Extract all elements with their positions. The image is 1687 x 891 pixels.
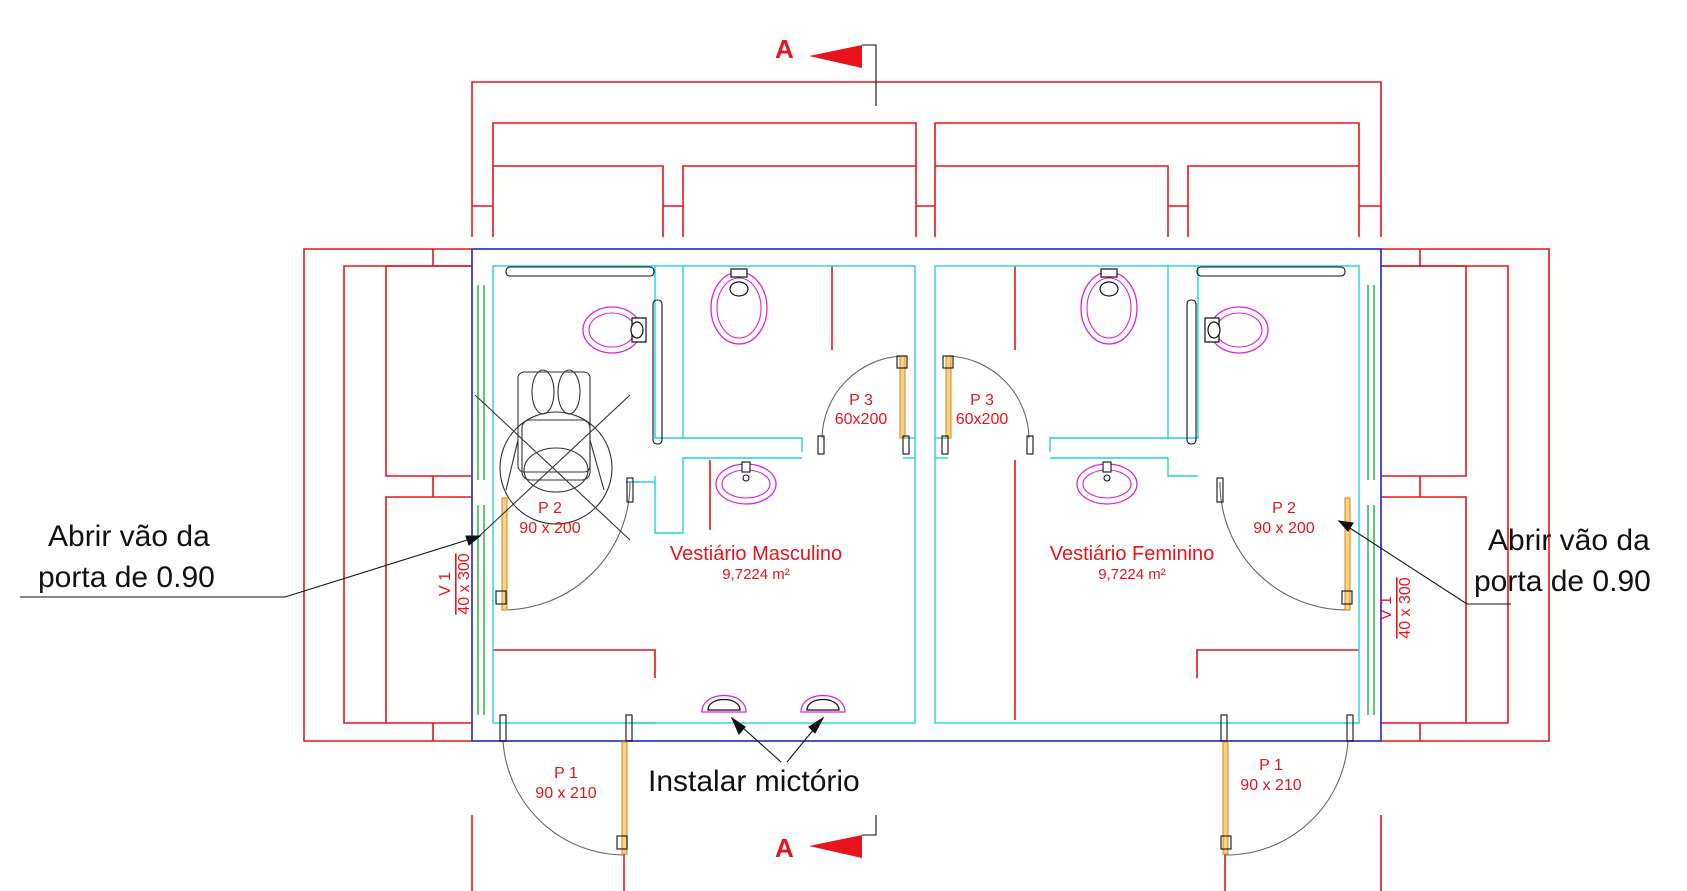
- building-outline: [471, 248, 1382, 742]
- door-leaves: [501, 355, 1351, 855]
- note-right-line2: porta de 0.90: [1474, 565, 1651, 598]
- room-area-female: 9,7224 m²: [1098, 566, 1166, 583]
- door-p2-left-size: 90 x 200: [519, 520, 580, 537]
- window-v1-right-size: 40 x 300: [1397, 577, 1414, 638]
- window-v1-left-id: V 1: [437, 572, 454, 596]
- note-urinal: Instalar mictório: [648, 765, 860, 798]
- toilet-female-cabin: [1080, 268, 1138, 345]
- door-p3-left-id: P 3: [849, 392, 873, 409]
- door-hinges: [495, 355, 1354, 850]
- sink-female: [1076, 461, 1138, 505]
- door-p2-left-id: P 2: [538, 500, 562, 517]
- interior-walls: [492, 265, 1360, 724]
- toilet-male-cabin: [710, 268, 768, 345]
- room-area-male: 9,7224 m²: [722, 566, 790, 583]
- note-left-line1: Abrir vão da: [48, 520, 210, 553]
- wheelchair-crossed-out: [474, 369, 631, 541]
- urinal-2: [800, 694, 846, 713]
- window-v1-left-size: 40 x 300: [456, 553, 473, 614]
- door-p1-right-id: P 1: [1259, 757, 1283, 774]
- urinal-1: [701, 694, 747, 713]
- door-p3-left-size: 60x200: [835, 411, 888, 428]
- sink-male: [715, 461, 777, 505]
- note-right-line1: Abrir vão da: [1488, 524, 1650, 557]
- door-p2-right-id: P 2: [1272, 500, 1296, 517]
- room-name-female: Vestiário Feminino: [1050, 543, 1215, 565]
- grab-bars: [505, 266, 1346, 445]
- door-p1-right-size: 90 x 210: [1240, 777, 1301, 794]
- door-p1-left-size: 90 x 210: [535, 785, 596, 802]
- note-left-line2: porta de 0.90: [38, 561, 215, 594]
- window-v1-left-label: V 1 40 x 300: [437, 553, 473, 614]
- exterior-walls: [303, 81, 1550, 891]
- section-marker-top: A: [775, 34, 877, 106]
- section-letter-top: A: [775, 34, 794, 64]
- door-p2-right-size: 90 x 200: [1253, 520, 1314, 537]
- section-marker-bottom: A: [775, 815, 877, 863]
- window-v1-right-label: V 1 40 x 300: [1378, 577, 1414, 638]
- door-p3-right-id: P 3: [970, 392, 994, 409]
- door-p1-left-id: P 1: [554, 765, 578, 782]
- toilet-female-accessible: [1204, 306, 1269, 354]
- annotation-leaders: [20, 520, 1511, 763]
- door-swings: [501, 355, 1349, 856]
- window-v1-right-id: V 1: [1378, 596, 1395, 620]
- section-letter-bottom: A: [775, 833, 794, 863]
- room-name-male: Vestiário Masculino: [670, 543, 842, 565]
- toilet-male-accessible: [582, 306, 647, 354]
- door-p3-right-size: 60x200: [956, 411, 1009, 428]
